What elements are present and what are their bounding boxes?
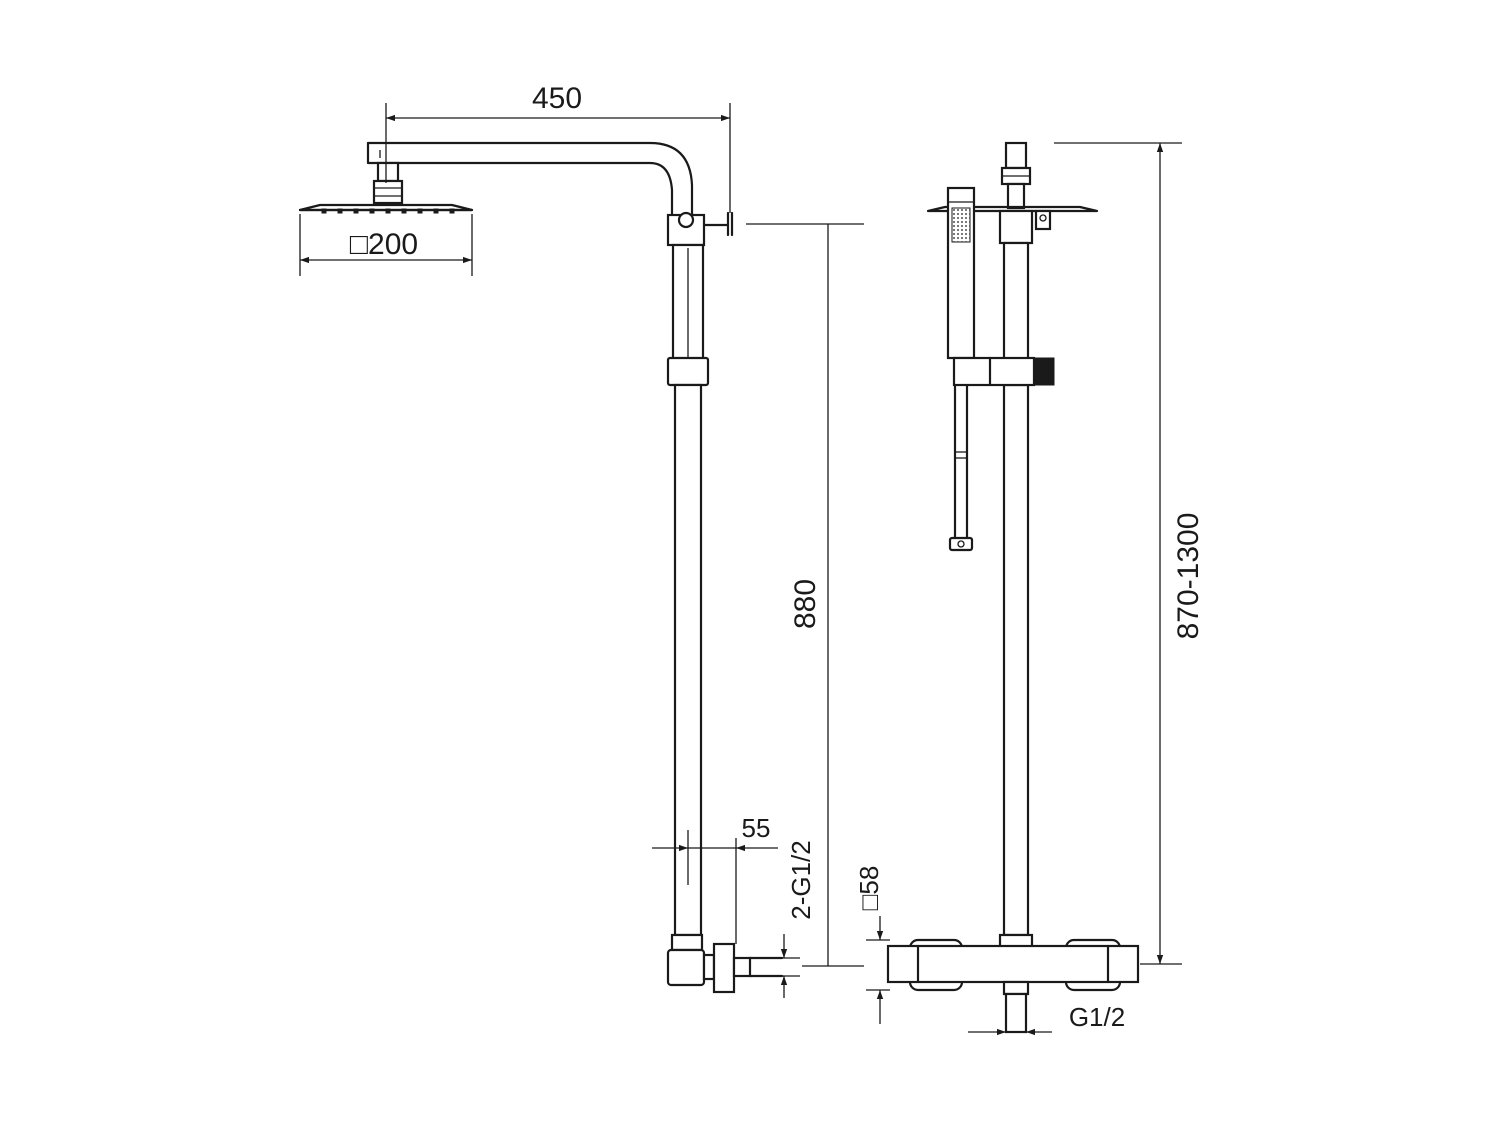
hand-shower bbox=[946, 186, 976, 552]
front-view bbox=[886, 141, 1140, 1034]
front-riser bbox=[998, 241, 1034, 949]
dim-inlet-thread: 2-G1/2 bbox=[786, 840, 816, 920]
dim-arm-length: 450 bbox=[532, 82, 582, 115]
dim-body-size: □58 bbox=[854, 866, 884, 911]
top-fitting bbox=[1000, 141, 1032, 210]
height-adjuster-sleeve bbox=[666, 356, 710, 387]
dim-total-height: 870-1300 bbox=[1172, 513, 1205, 640]
head-connector bbox=[372, 161, 404, 205]
dim-head-size: □200 bbox=[350, 228, 418, 261]
dim-outlet-height: 880 bbox=[789, 579, 822, 629]
side-view bbox=[298, 141, 784, 994]
rain-shower-head-front bbox=[926, 205, 1099, 245]
upper-riser bbox=[666, 211, 734, 362]
dimension-lines bbox=[299, 103, 1182, 1036]
dimension-labels: 450 □200 880 55 2-G1/2 □58 G1/2 870-1300 bbox=[350, 82, 1205, 1032]
dim-wall-offset: 55 bbox=[742, 813, 771, 843]
mixer-side bbox=[666, 933, 784, 994]
shower-arm bbox=[366, 141, 694, 217]
dim-outlet-thread: G1/2 bbox=[1069, 1002, 1125, 1032]
rain-shower-head-side bbox=[298, 203, 474, 214]
lower-riser bbox=[673, 383, 703, 937]
thermostatic-mixer bbox=[886, 938, 1140, 1034]
slide-holder bbox=[952, 356, 1055, 387]
